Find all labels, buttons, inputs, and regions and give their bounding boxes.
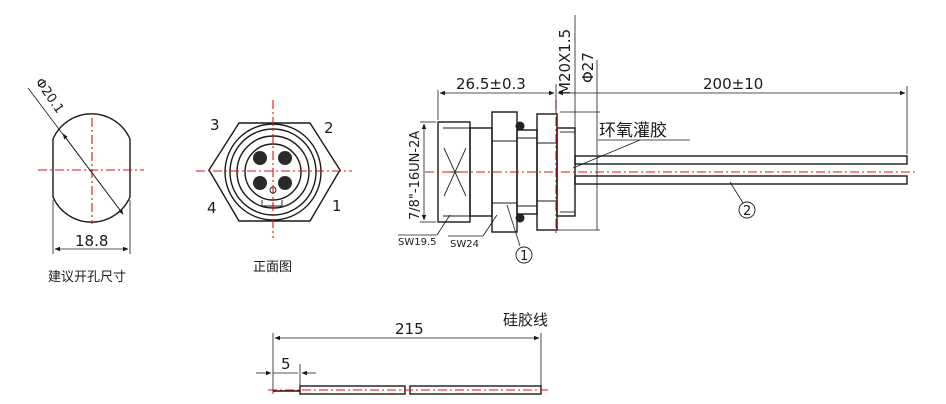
cable-upper bbox=[574, 155, 908, 165]
epoxy-leader bbox=[572, 139, 641, 169]
hex-nut-outline bbox=[208, 122, 341, 222]
callout-2-label: 2 bbox=[743, 204, 751, 219]
key-notch bbox=[261, 200, 283, 207]
unc-thread-label: 7/8"-16UN-2A bbox=[408, 131, 423, 220]
callout-1-label: 1 bbox=[520, 249, 528, 264]
pin-label-2: 2 bbox=[324, 119, 334, 137]
front-view: 3 2 4 1 正面图 bbox=[196, 100, 352, 275]
sw24-label: SW24 bbox=[450, 239, 479, 250]
front-insert bbox=[244, 143, 302, 201]
pin-2-contact bbox=[278, 151, 292, 165]
callout-1-circle bbox=[515, 246, 533, 264]
hole-view: Φ20.1 18.8 建议开孔尺寸 bbox=[27, 76, 144, 285]
o-ring-bottom bbox=[515, 213, 525, 223]
pin-label-4: 4 bbox=[207, 199, 217, 217]
o-ring-top bbox=[515, 121, 525, 131]
epoxy-label: 环氧灌胶 bbox=[599, 121, 667, 141]
wire-view: 硅胶线 215 5 bbox=[256, 311, 548, 395]
pin-3-contact bbox=[253, 151, 267, 165]
pin-label-1: 1 bbox=[332, 197, 342, 215]
wire-title: 硅胶线 bbox=[503, 311, 548, 329]
side-view: 26.5±0.3 200±10 M20X1.5 Φ27 7/8"-16UN-2A… bbox=[398, 15, 915, 264]
strip-length-label: 5 bbox=[281, 355, 291, 373]
diameter-27-label: Φ27 bbox=[579, 52, 597, 83]
pin-label-3: 3 bbox=[210, 116, 220, 134]
pin-4-contact bbox=[253, 176, 267, 190]
cable-lower bbox=[574, 175, 908, 185]
hole-diameter-label: Φ20.1 bbox=[32, 76, 67, 117]
callout-2-circle bbox=[738, 201, 756, 219]
hole-width-label: 18.8 bbox=[75, 232, 108, 250]
hole-outline bbox=[52, 113, 131, 223]
cable-length-label: 200±10 bbox=[703, 75, 763, 93]
sw19-label: SW19.5 bbox=[398, 237, 437, 248]
thread-m20-label: M20X1.5 bbox=[556, 29, 574, 95]
hole-view-caption: 建议开孔尺寸 bbox=[48, 270, 126, 285]
pin-1-contact bbox=[278, 176, 292, 190]
body-length-label: 26.5±0.3 bbox=[456, 75, 526, 93]
wire-length-label: 215 bbox=[395, 320, 424, 338]
front-view-caption: 正面图 bbox=[253, 260, 292, 275]
